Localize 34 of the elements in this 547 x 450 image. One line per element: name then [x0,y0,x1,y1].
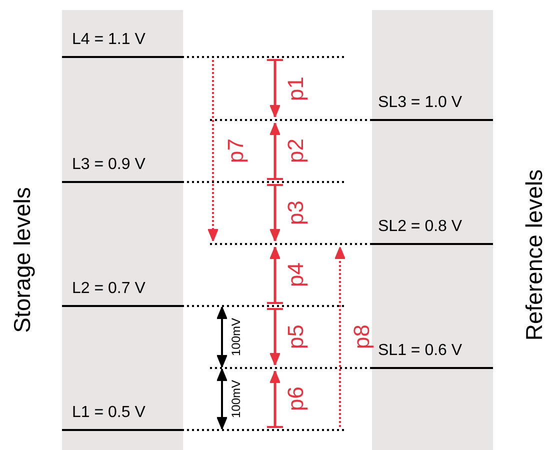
level-label: SL3 = 1.0 V [378,94,462,112]
arrow [266,370,284,428]
level-line [62,303,345,309]
level-label: L3 = 0.9 V [72,156,146,174]
level-line [62,427,345,433]
axis-title: Storage levels [8,186,36,335]
edge-label: p3 [283,201,309,225]
edge-label: p5 [283,325,309,349]
dimension-label: 100mV [229,316,243,358]
edge-label: p6 [283,387,309,411]
level-label: L4 = 1.1 V [72,31,146,49]
arrow [266,122,284,180]
level-label: L1 = 0.5 V [72,404,146,422]
arrow [334,246,346,427]
arrow [266,308,284,366]
edge-label: p2 [283,139,309,163]
dimension-label: 100mV [229,378,243,420]
arrow [266,246,284,304]
edge-label: p4 [283,263,309,287]
arrow [208,60,218,242]
level-label: SL2 = 0.8 V [378,218,462,236]
level-line [210,365,493,371]
edge-label: p7 [223,138,249,162]
axis-title: Reference levels [520,168,547,343]
level-line [62,54,345,60]
edge-label: p8 [349,325,375,349]
level-line [210,117,493,123]
level-label: L2 = 0.7 V [72,280,146,298]
level-label: SL1 = 0.6 V [378,342,462,360]
arrow [266,184,284,242]
level-line [62,179,345,185]
level-line [210,241,493,247]
arrow [266,58,284,118]
edge-label: p1 [283,76,309,100]
